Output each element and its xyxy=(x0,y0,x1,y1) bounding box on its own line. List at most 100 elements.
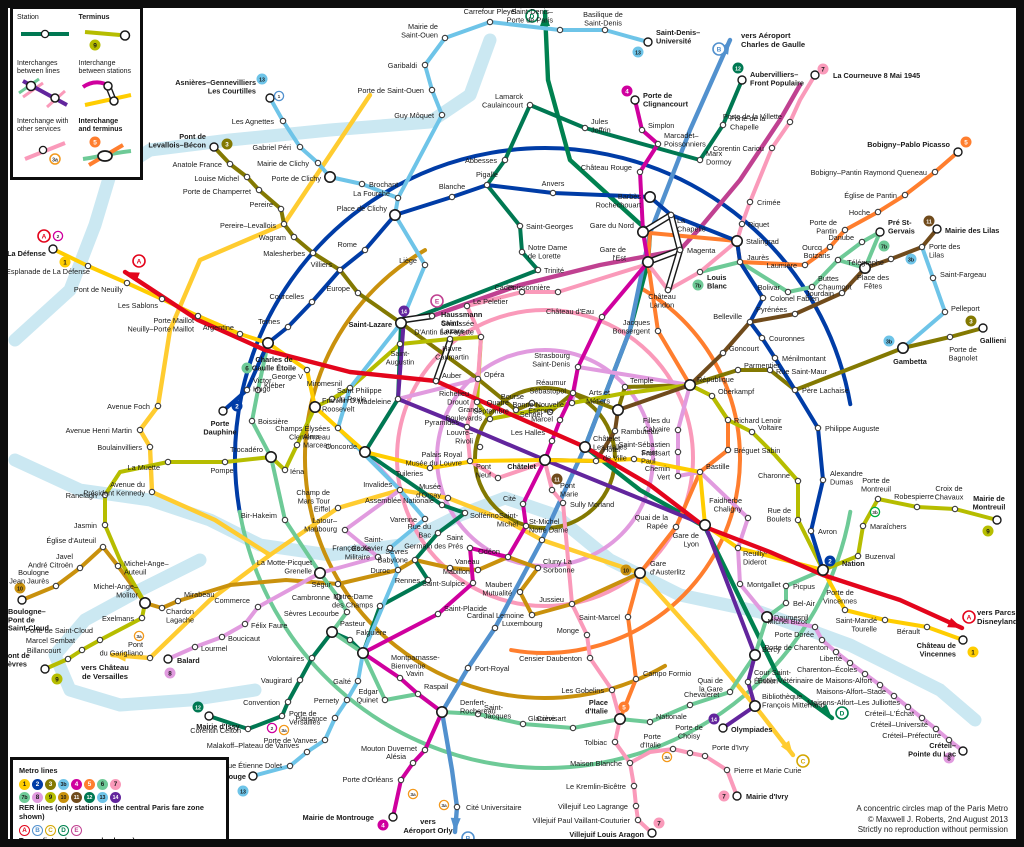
metro-line-5 xyxy=(618,150,960,721)
interchange-lines-icon xyxy=(18,77,68,109)
station-hub xyxy=(578,440,591,453)
station-label: Ségur xyxy=(312,580,332,589)
station-dot xyxy=(486,415,494,423)
station-dot xyxy=(758,334,766,342)
tram-badge-text: 3a xyxy=(281,728,287,734)
station-label: Michel-Ange–Molitor xyxy=(93,582,139,599)
station-terminus xyxy=(992,515,1002,525)
station-dot xyxy=(483,181,491,189)
station-terminus xyxy=(932,224,942,234)
station-dot xyxy=(341,526,349,534)
station-dot xyxy=(626,759,634,767)
station-label: Sully Morland xyxy=(570,500,614,509)
station-label: Porte de la Villette xyxy=(723,112,782,121)
station-label: Chevaleret xyxy=(684,690,719,699)
station-dot xyxy=(913,503,921,511)
station-label: Les Sablons xyxy=(118,301,159,310)
station-dot xyxy=(290,233,298,241)
station-dot xyxy=(477,333,485,341)
line-badge-text: 7 xyxy=(821,66,825,73)
station-dot xyxy=(941,308,949,316)
station-dot xyxy=(724,416,732,424)
station-dot xyxy=(434,610,442,618)
station-dot xyxy=(929,274,937,282)
line-badge-text: 13 xyxy=(240,789,246,795)
station-dot xyxy=(945,736,953,744)
station-dot xyxy=(334,593,342,601)
station-label: Michel-Ange–Auteuil xyxy=(124,559,170,576)
station-label: Brochant xyxy=(369,180,398,189)
station-dot xyxy=(766,366,774,374)
station-label: Saint-Fargeau xyxy=(940,270,986,279)
station-label: Pereire xyxy=(249,200,273,209)
station-label: Ménilmontant xyxy=(782,354,826,363)
station-dot xyxy=(114,562,122,570)
station-label: Hoche xyxy=(849,208,870,217)
station-dot xyxy=(654,140,662,148)
station-label: Aubervilliers–Front Populaire xyxy=(750,70,804,87)
rer-badge-text: A xyxy=(42,233,47,240)
river-seine xyxy=(8,33,497,347)
station-label: Odéon xyxy=(478,547,500,556)
station-dot xyxy=(598,313,606,321)
line-badge-12 xyxy=(732,62,744,74)
metro-legend-badge-6: 6 xyxy=(97,779,108,791)
station-label: République xyxy=(697,375,734,384)
station-label: Varenne xyxy=(390,515,417,524)
station-dot xyxy=(432,377,440,385)
station-label: Mairie d'Issy xyxy=(196,722,240,731)
station-terminus xyxy=(248,771,258,781)
station-label: Malakoff–Rue Étienne Dolet xyxy=(191,761,282,770)
line-badge-3 xyxy=(965,315,977,327)
station-label: Kléber xyxy=(264,381,286,390)
tram-badge-3a xyxy=(278,724,290,736)
station-terminus xyxy=(953,147,963,157)
station-dot xyxy=(784,288,792,296)
line-badge-8 xyxy=(164,667,176,679)
station-dot xyxy=(434,529,442,537)
station-dot xyxy=(174,597,182,605)
station-dot xyxy=(512,406,520,414)
station-dot xyxy=(554,288,562,296)
rer-legend-badge-D: D xyxy=(58,825,69,837)
line-badge-text: 11 xyxy=(926,219,932,225)
station-dot xyxy=(461,509,469,517)
station-label: Malesherbes xyxy=(263,249,305,258)
attribution: A concentric circles map of the Paris Me… xyxy=(856,804,1008,836)
station-label: Vaugirard xyxy=(261,676,292,685)
station-dot xyxy=(491,624,499,632)
rer-badge-E xyxy=(430,294,444,308)
tram-badge-3a xyxy=(438,799,450,811)
legend-interchange-stations-label: Interchange between stations xyxy=(78,60,132,75)
station-label: Stalingrad xyxy=(746,237,779,246)
station-dot xyxy=(676,246,684,254)
station-label: Madeleine xyxy=(357,397,391,406)
svg-text:5: 5 xyxy=(93,140,97,147)
station-dot xyxy=(248,417,256,425)
interchange-terminus-icon: 5 xyxy=(82,136,131,167)
station-label: Saint-Augustin xyxy=(386,349,414,366)
station-dot xyxy=(667,211,675,219)
attribution-line-3: Strictly no reproduction without permiss… xyxy=(857,825,1008,834)
station-label: Esplanade de La Défense xyxy=(6,267,90,276)
station-label: Poissonnière xyxy=(508,283,550,292)
station-label: Concorde xyxy=(325,442,357,451)
station-label: Villejuif Leo Lagrange xyxy=(558,802,628,811)
line-badge-10 xyxy=(620,564,632,576)
station-label: Cambronne xyxy=(292,593,330,602)
station-label: Solférino xyxy=(470,511,499,520)
station-dot xyxy=(630,782,638,790)
tram-lines-label: Trams (interchanges only shown) xyxy=(19,836,135,845)
station-dot xyxy=(569,389,577,397)
station-dot xyxy=(771,354,779,362)
